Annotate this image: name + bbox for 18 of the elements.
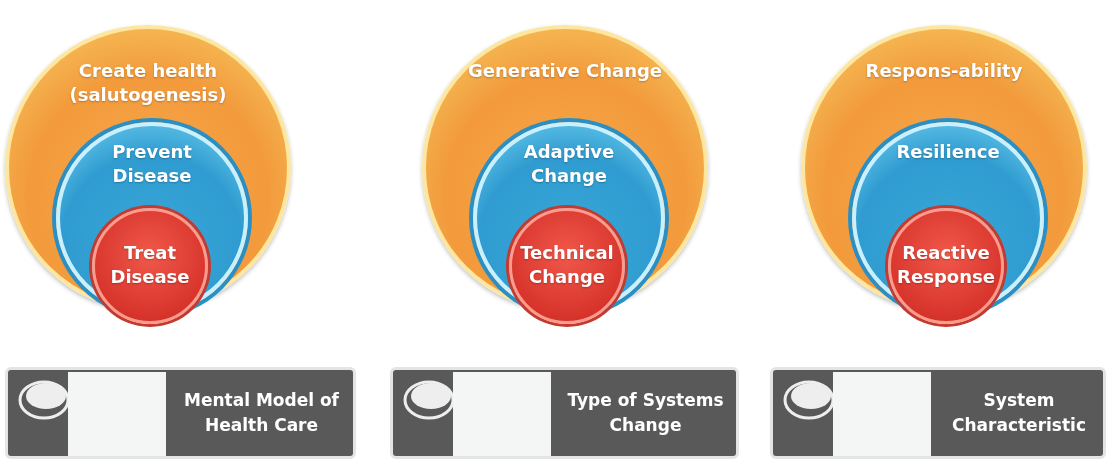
- bar-label: Mental Model of Health Care: [183, 389, 340, 437]
- label-bar: [393, 370, 736, 456]
- bar-label: Type of Systems Change: [566, 389, 725, 437]
- circle: [92, 208, 208, 324]
- circle-label: Prevent Disease: [111, 140, 193, 189]
- circle-label: Technical Change: [519, 241, 615, 290]
- label-bar: [8, 370, 353, 456]
- circle-label: Reactive Response: [896, 241, 996, 290]
- label-bar: [773, 370, 1103, 456]
- circle-label: Treat Disease: [109, 241, 191, 290]
- circle-label: Generative Change: [467, 59, 663, 83]
- circle: [509, 208, 625, 324]
- circle: [888, 208, 1004, 324]
- circle-label: Create health (salutogenesis): [68, 59, 228, 108]
- bar-label: System Characteristic: [951, 389, 1087, 437]
- circle-label: Respons-ability: [865, 59, 1023, 83]
- circle-label: Adaptive Change: [522, 140, 616, 189]
- circle-label: Resilience: [896, 140, 1000, 164]
